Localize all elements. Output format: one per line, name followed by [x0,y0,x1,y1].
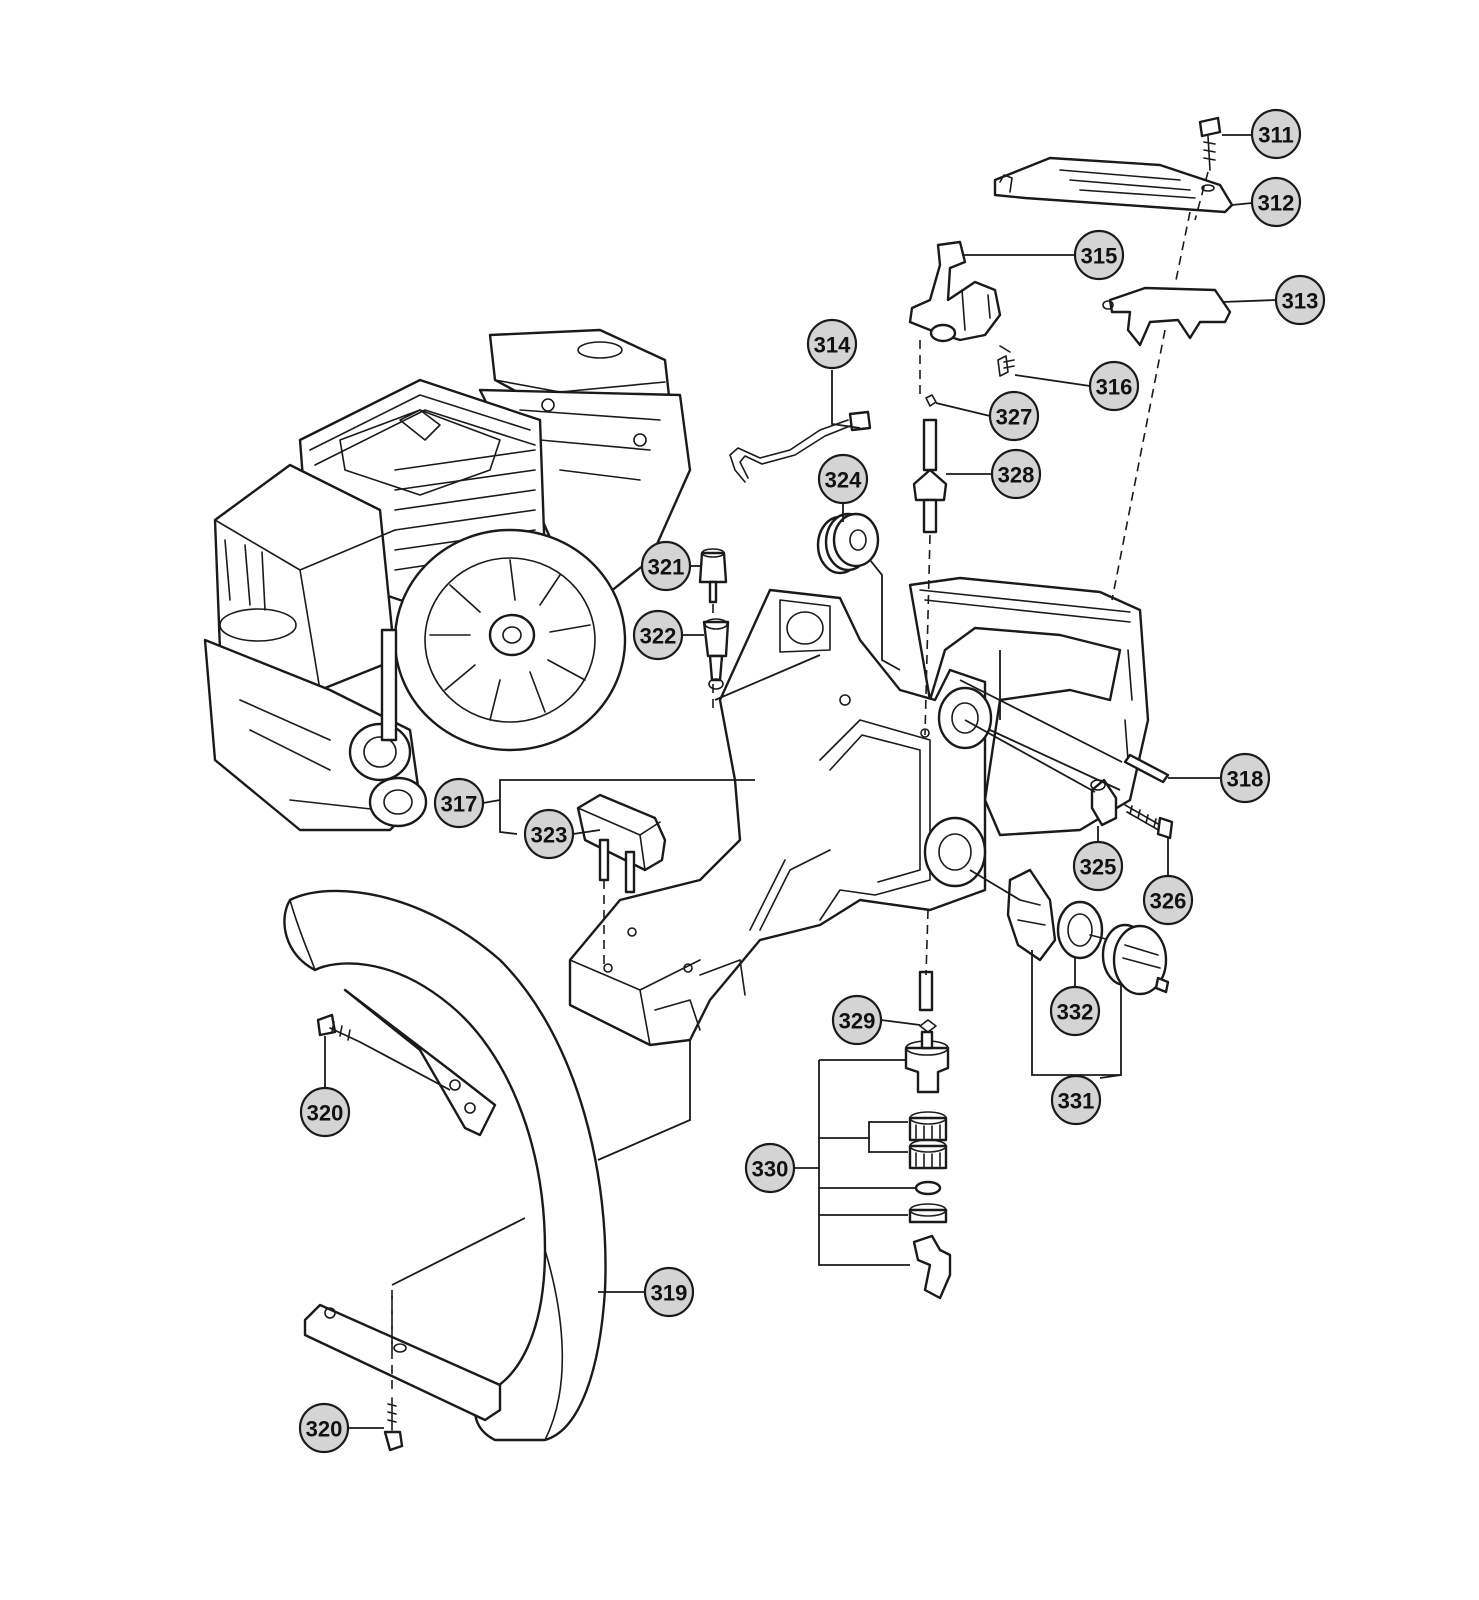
throttle-trigger-315 [908,240,1002,343]
callout-327[interactable]: 327 [988,390,1040,442]
clip-329 [919,1019,937,1033]
svg-text:329: 329 [839,1009,876,1034]
svg-text:332: 332 [1057,1000,1094,1025]
callout-323[interactable]: 323 [523,808,575,860]
damper-324 [816,512,880,575]
front-handle-319 [283,889,607,1442]
fuel-cap-331 [1089,923,1170,996]
svg-text:322: 322 [640,624,677,649]
pin-lower [918,970,934,1012]
pin-328 [912,418,948,534]
callout-326[interactable]: 326 [1142,874,1194,926]
svg-text:326: 326 [1150,889,1187,914]
svg-text:313: 313 [1282,289,1319,314]
damper-stack-330 [904,1030,952,1300]
svg-text:324: 324 [825,468,862,493]
callout-320-lower[interactable]: 320 [298,1402,350,1454]
svg-text:312: 312 [1258,191,1295,216]
callout-330[interactable]: 330 [744,1142,796,1194]
handle-bracket-313 [1102,286,1232,347]
callout-321[interactable]: 321 [640,540,692,592]
screw-311 [1198,116,1222,171]
svg-text:320: 320 [306,1417,343,1442]
svg-text:323: 323 [531,823,568,848]
callouts: 311 312 313 314 315 316 317 318 319 320 … [298,108,1326,1454]
svg-text:316: 316 [1096,375,1133,400]
plug-321 [698,548,728,604]
callout-318[interactable]: 318 [1219,752,1271,804]
callout-329[interactable]: 329 [831,994,883,1046]
screw-320-upper [316,1013,361,1043]
callout-320-upper[interactable]: 320 [299,1086,351,1138]
callout-322[interactable]: 322 [632,609,684,661]
rear-handle-317 [568,576,1150,1047]
svg-text:327: 327 [996,405,1033,430]
screw-326 [1124,804,1174,840]
svg-text:325: 325 [1080,855,1117,880]
callout-312[interactable]: 312 [1250,176,1302,228]
svg-text:331: 331 [1058,1089,1095,1114]
engine-assembly [203,328,692,832]
clip-327 [925,394,937,407]
callout-324[interactable]: 324 [817,453,869,505]
svg-text:321: 321 [648,555,685,580]
svg-text:317: 317 [441,792,478,817]
svg-text:330: 330 [752,1157,789,1182]
callout-331[interactable]: 331 [1050,1074,1102,1126]
callout-325[interactable]: 325 [1072,840,1124,892]
svg-text:318: 318 [1227,767,1264,792]
callout-319[interactable]: 319 [643,1266,695,1318]
svg-text:314: 314 [814,333,851,358]
pin-318 [1123,753,1170,784]
pad-323 [576,793,667,894]
callout-314[interactable]: 314 [806,318,858,370]
spring-316 [997,345,1015,377]
gasket-332 [1056,900,1104,960]
svg-text:320: 320 [307,1101,344,1126]
svg-text:319: 319 [651,1281,688,1306]
callout-332[interactable]: 332 [1049,985,1101,1037]
assembly-lines [359,171,1209,1395]
callout-328[interactable]: 328 [990,448,1042,500]
svg-text:315: 315 [1081,244,1118,269]
callout-311[interactable]: 311 [1250,108,1302,160]
callout-317[interactable]: 317 [433,777,485,829]
callout-315[interactable]: 315 [1073,229,1125,281]
svg-text:311: 311 [1258,123,1294,148]
screw-320-lower [383,1397,404,1452]
handle-cover-312 [993,156,1234,214]
plug-322 [702,618,730,690]
fuel-cap-assembly-331 [1006,868,1057,962]
ignition-wire-314 [729,410,872,483]
callout-313[interactable]: 313 [1274,274,1326,326]
callout-316[interactable]: 316 [1088,360,1140,412]
svg-text:328: 328 [998,463,1035,488]
